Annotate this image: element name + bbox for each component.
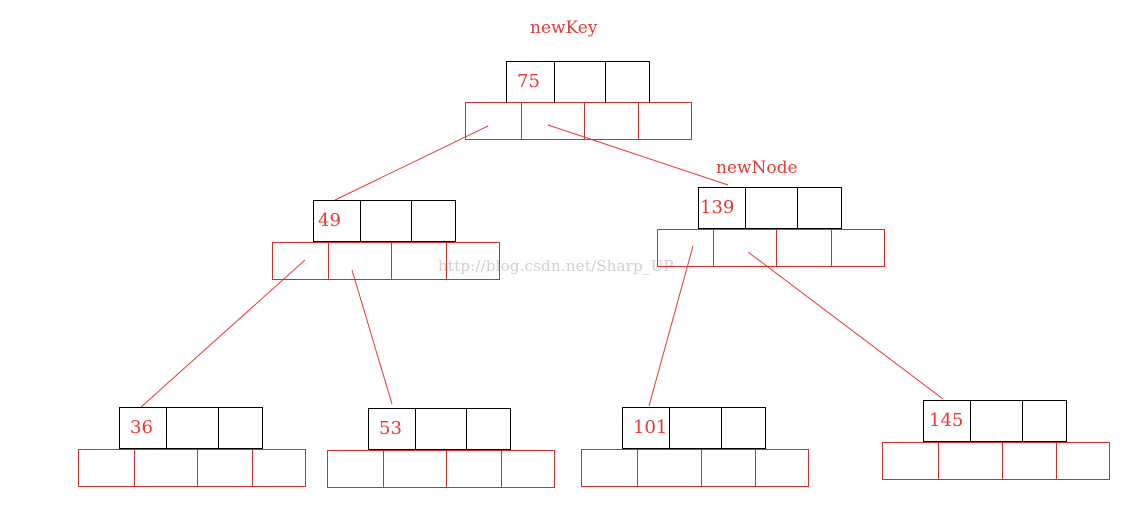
pointer-cell (521, 102, 585, 140)
key-cell (466, 408, 511, 450)
pointer-cell (581, 449, 638, 487)
pointer-cell (328, 242, 392, 280)
pointer-cell (657, 229, 714, 267)
edge-root-to-right (547, 124, 729, 186)
edge-left-to-leaf-1 (139, 259, 306, 409)
new-node-label: newNode (716, 158, 798, 178)
key-cell: 101 (622, 407, 670, 449)
pointer-cell (755, 449, 809, 487)
pointer-cell (584, 102, 639, 140)
pointer-cell (776, 229, 832, 267)
key-cell: 75 (506, 61, 555, 103)
pointer-cell (383, 450, 447, 488)
pointer-cell (391, 242, 447, 280)
pointer-cell (882, 442, 939, 480)
key-cell (605, 61, 650, 103)
key-cell (360, 200, 412, 242)
watermark-url: http://blog.csdn.net/Sharp_UP (438, 257, 674, 275)
pointer-cell (272, 242, 329, 280)
pointer-cell (465, 102, 522, 140)
pointer-cell (1002, 442, 1057, 480)
key-value: 139 (700, 197, 735, 218)
key-value: 53 (379, 418, 402, 439)
key-cell: 53 (368, 408, 416, 450)
pointer-cell (78, 449, 135, 487)
edge-right-to-leaf-4 (747, 251, 944, 400)
key-cell (166, 407, 219, 449)
key-cell (797, 187, 842, 229)
pointer-cell (446, 450, 502, 488)
key-value: 49 (318, 210, 341, 231)
pointer-cell (501, 450, 555, 488)
pointer-cell (638, 102, 692, 140)
pointer-cell (446, 242, 500, 280)
key-value: 145 (929, 410, 964, 431)
key-cell (415, 408, 467, 450)
pointer-cell (637, 449, 702, 487)
pointer-cell (1056, 442, 1110, 480)
edge-right-to-leaf-3 (648, 245, 694, 407)
key-cell (970, 400, 1023, 442)
key-cell: 139 (698, 187, 746, 229)
pointer-cell (701, 449, 756, 487)
key-cell: 49 (313, 200, 361, 242)
pointer-cell (938, 442, 1003, 480)
edge-root-to-left (334, 125, 489, 201)
pointer-cell (134, 449, 198, 487)
key-cell (721, 407, 766, 449)
key-cell (554, 61, 606, 103)
key-cell (218, 407, 263, 449)
pointer-cell (327, 450, 384, 488)
pointer-cell (252, 449, 306, 487)
pointer-cell (197, 449, 253, 487)
edge-left-to-leaf-2 (351, 269, 393, 405)
new-key-label: newKey (530, 18, 598, 38)
pointer-cell (831, 229, 885, 267)
pointer-cell (713, 229, 777, 267)
key-cell: 145 (923, 400, 971, 442)
key-value: 101 (633, 417, 668, 438)
key-value: 36 (130, 417, 153, 438)
key-cell (411, 200, 456, 242)
key-cell (745, 187, 798, 229)
key-cell (669, 407, 722, 449)
key-value: 75 (517, 71, 540, 92)
key-cell (1022, 400, 1067, 442)
key-cell: 36 (119, 407, 167, 449)
